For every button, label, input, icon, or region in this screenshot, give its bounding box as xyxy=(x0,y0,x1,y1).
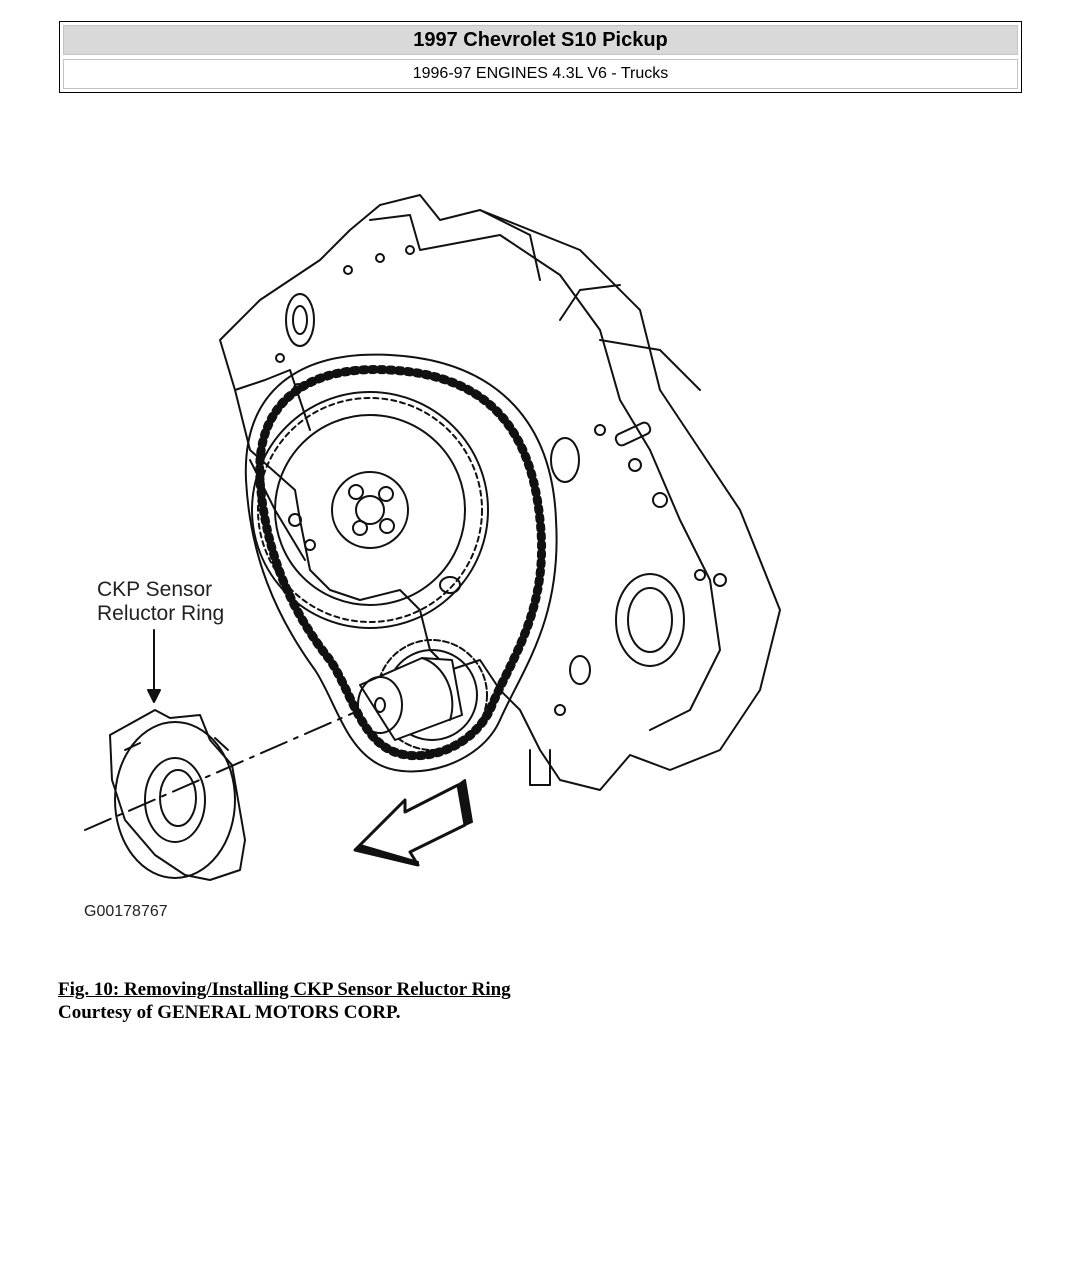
figure-id: G00178767 xyxy=(84,903,168,920)
ckp-reluctor-ring xyxy=(109,709,246,881)
engine-illustration xyxy=(60,190,800,930)
block-bolt-holes xyxy=(275,245,727,716)
engine-block xyxy=(219,194,781,791)
crank-centerline xyxy=(84,709,361,831)
reluctor-ring-callout: CKP Sensor Reluctor Ring xyxy=(97,578,224,626)
callout-leader xyxy=(147,629,161,703)
crankshaft-sprocket xyxy=(357,639,551,786)
figure-caption: Fig. 10: Removing/Installing CKP Sensor … xyxy=(58,978,511,1024)
document-header: 1997 Chevrolet S10 Pickup 1996-97 ENGINE… xyxy=(59,21,1022,93)
callout-line-2: Reluctor Ring xyxy=(97,602,225,625)
timing-chain xyxy=(244,353,558,773)
caption-title: Fig. 10: Removing/Installing CKP Sensor … xyxy=(58,979,511,1000)
callout-line-1: CKP Sensor xyxy=(97,578,213,601)
caption-credit: Courtesy of GENERAL MOTORS CORP. xyxy=(58,1002,401,1023)
left-arrow-icon xyxy=(353,779,473,867)
vehicle-title: 1997 Chevrolet S10 Pickup xyxy=(63,25,1018,55)
section-title: 1996-97 ENGINES 4.3L V6 - Trucks xyxy=(63,59,1018,89)
camshaft-sprocket xyxy=(251,391,489,629)
